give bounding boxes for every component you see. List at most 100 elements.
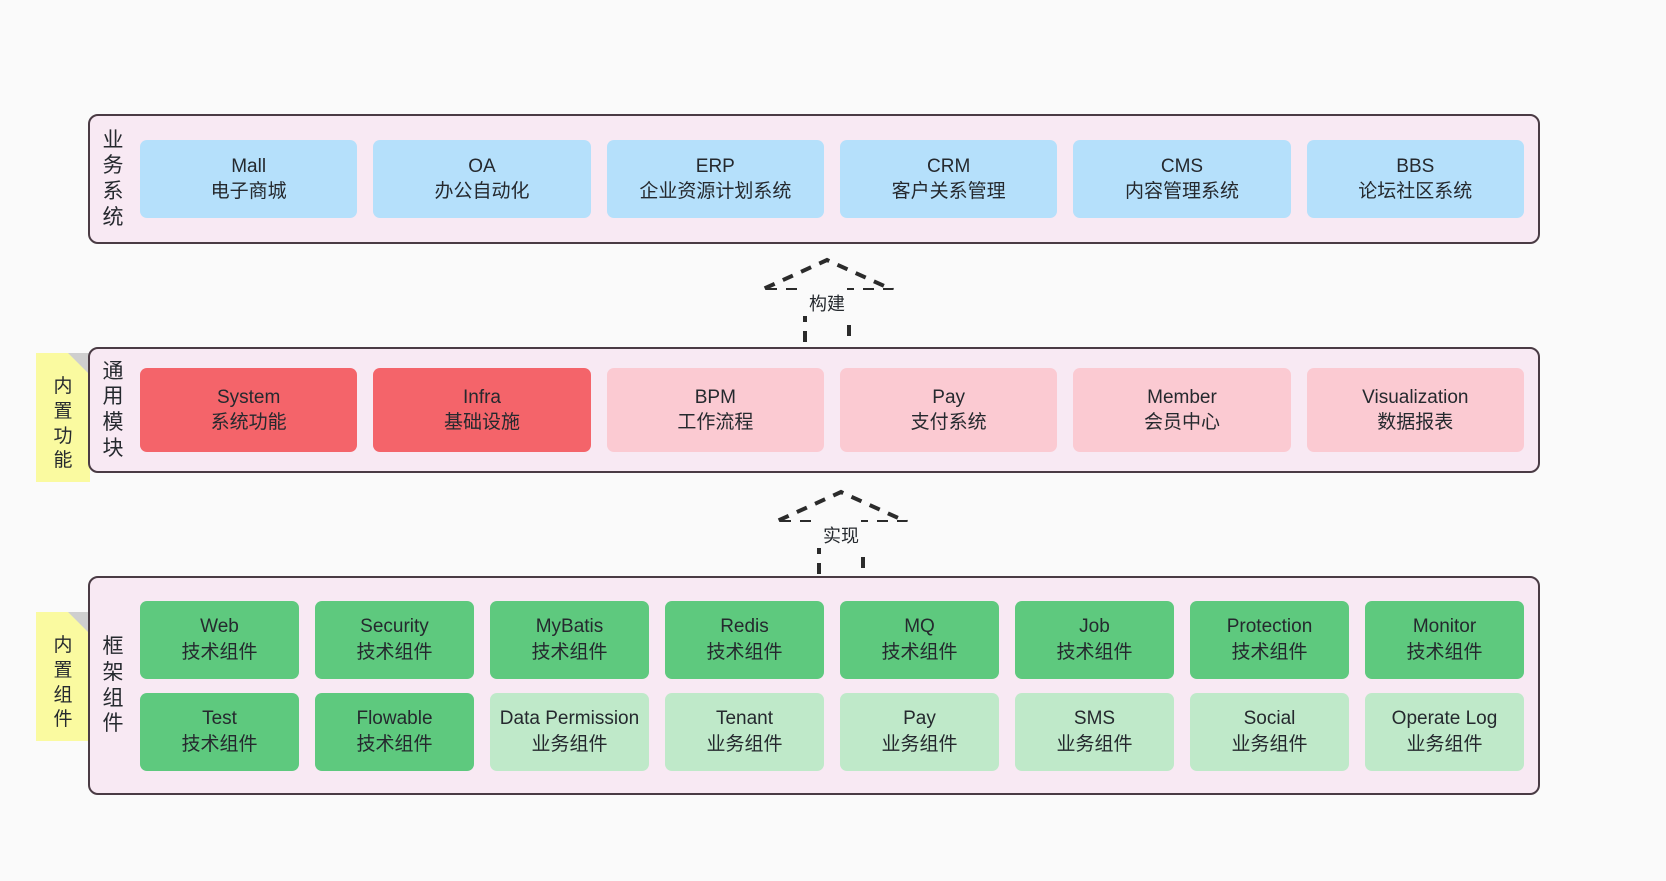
node-pay-module-subtitle: 支付系统 [910,412,987,433]
node-flowable-subtitle: 技术组件 [356,733,433,755]
node-bpm-title: BPM [694,386,736,408]
connector-implement-arrow: 实现 [771,489,911,574]
node-oa[interactable]: OA 办公自动化 [373,140,591,218]
sticky-note-builtin-features-label: 内 置 功 能 [53,376,73,472]
node-visualization-subtitle: 数据报表 [1377,412,1454,433]
node-operate-log-subtitle: 业务组件 [1406,733,1483,755]
node-protection[interactable]: Protection 技术组件 [1190,600,1349,679]
sticky-fold-corner-icon [68,353,90,375]
sticky-note-builtin-components: 内 置 组 件 [36,612,90,741]
node-crm-title: CRM [927,155,971,177]
node-data-permission-title: Data Permission [499,708,640,730]
business-systems-node-row: Mall 电子商城 OA 办公自动化 ERP 企业资源计划系统 CRM 客户关系… [136,116,1538,242]
node-mybatis-subtitle: 技术组件 [531,641,608,663]
node-bpm[interactable]: BPM 工作流程 [606,368,824,452]
node-system[interactable]: System 系统功能 [140,368,358,452]
node-social-title: Social [1243,708,1296,730]
node-operate-log[interactable]: Operate Log 业务组件 [1365,692,1524,771]
node-monitor[interactable]: Monitor 技术组件 [1365,600,1524,679]
node-infra-title: Infra [462,386,501,408]
node-mybatis[interactable]: MyBatis 技术组件 [490,600,649,679]
node-cms-subtitle: 内容管理系统 [1124,181,1239,202]
node-tenant-title: Tenant [715,708,774,730]
node-infra-subtitle: 基础设施 [443,412,520,433]
node-cms[interactable]: CMS 内容管理系统 [1073,140,1291,218]
node-erp-subtitle: 企业资源计划系统 [639,181,792,202]
node-mall-subtitle: 电子商城 [210,181,287,202]
node-tenant[interactable]: Tenant 业务组件 [665,692,824,771]
node-system-subtitle: 系统功能 [210,412,287,433]
node-pay-component[interactable]: Pay 业务组件 [840,692,999,771]
node-web-subtitle: 技术组件 [181,641,258,663]
node-redis-subtitle: 技术组件 [706,641,783,663]
node-job[interactable]: Job 技术组件 [1015,600,1174,679]
node-social-subtitle: 业务组件 [1231,733,1308,755]
node-security-subtitle: 技术组件 [356,641,433,663]
node-job-subtitle: 技术组件 [1056,641,1133,663]
node-infra[interactable]: Infra 基础设施 [373,368,591,452]
node-mq-subtitle: 技术组件 [881,641,958,663]
node-protection-subtitle: 技术组件 [1231,641,1308,663]
layer-title-framework-components: 框 架 组 件 [102,635,124,736]
node-member-title: Member [1147,386,1217,408]
node-data-permission-subtitle: 业务组件 [531,733,608,755]
node-bbs-title: BBS [1396,155,1435,177]
node-social[interactable]: Social 业务组件 [1190,692,1349,771]
node-visualization-title: Visualization [1362,386,1469,408]
node-erp-title: ERP [695,155,735,177]
node-security-title: Security [360,616,429,638]
node-flowable[interactable]: Flowable 技术组件 [315,692,474,771]
sticky-fold-corner-icon [68,612,90,634]
framework-tech-row: Web 技术组件 Security 技术组件 MyBatis 技术组件 Redi… [140,600,1524,679]
node-redis[interactable]: Redis 技术组件 [665,600,824,679]
connector-build-label: 构建 [757,290,897,316]
node-sms-subtitle: 业务组件 [1056,733,1133,755]
node-pay-component-subtitle: 业务组件 [881,733,958,755]
node-mq[interactable]: MQ 技术组件 [840,600,999,679]
node-pay-module-title: Pay [932,386,966,408]
node-monitor-title: Monitor [1412,616,1477,638]
layer-title-common-modules: 通 用 模 块 [102,359,124,460]
node-operate-log-title: Operate Log [1391,708,1498,730]
common-modules-node-row: System 系统功能 Infra 基础设施 BPM 工作流程 Pay 支付系统… [136,349,1538,471]
node-member-subtitle: 会员中心 [1143,412,1220,433]
sticky-note-builtin-components-label: 内 置 组 件 [53,635,73,731]
layer-framework-components: 框 架 组 件 Web 技术组件 Security 技术组件 MyBatis 技… [88,576,1540,795]
node-pay-component-title: Pay [903,708,936,730]
node-sms[interactable]: SMS 业务组件 [1015,692,1174,771]
node-security[interactable]: Security 技术组件 [315,600,474,679]
node-pay-module[interactable]: Pay 支付系统 [839,368,1058,452]
framework-business-row: Test 技术组件 Flowable 技术组件 Data Permission … [140,692,1524,771]
node-bpm-subtitle: 工作流程 [677,412,754,433]
node-web[interactable]: Web 技术组件 [140,600,299,679]
node-oa-subtitle: 办公自动化 [434,181,530,202]
node-test[interactable]: Test 技术组件 [140,692,299,771]
node-system-title: System [216,386,281,408]
node-member[interactable]: Member 会员中心 [1073,368,1291,452]
node-web-title: Web [200,616,239,638]
node-erp[interactable]: ERP 企业资源计划系统 [606,140,824,218]
node-monitor-subtitle: 技术组件 [1406,641,1483,663]
node-bbs[interactable]: BBS 论坛社区系统 [1306,140,1524,218]
layer-business-systems: 业 务 系 统 Mall 电子商城 OA 办公自动化 ERP 企业资源计划系统 … [88,114,1540,244]
node-data-permission[interactable]: Data Permission 业务组件 [490,692,649,771]
node-redis-title: Redis [720,616,769,638]
sticky-note-builtin-features: 内 置 功 能 [36,353,90,482]
node-flowable-title: Flowable [356,708,433,730]
node-mybatis-title: MyBatis [535,616,604,638]
framework-components-grid: Web 技术组件 Security 技术组件 MyBatis 技术组件 Redi… [136,578,1538,793]
node-test-subtitle: 技术组件 [181,733,258,755]
node-visualization[interactable]: Visualization 数据报表 [1306,368,1524,452]
node-crm[interactable]: CRM 客户关系管理 [839,140,1058,218]
connector-implement-label: 实现 [771,522,911,548]
node-cms-title: CMS [1160,155,1204,177]
node-job-title: Job [1079,616,1110,638]
node-mq-title: MQ [904,616,935,638]
node-mall[interactable]: Mall 电子商城 [140,140,358,218]
node-crm-subtitle: 客户关系管理 [891,181,1006,202]
node-mall-title: Mall [231,155,267,177]
node-tenant-subtitle: 业务组件 [706,733,783,755]
node-test-title: Test [202,708,237,730]
node-oa-title: OA [468,155,496,177]
